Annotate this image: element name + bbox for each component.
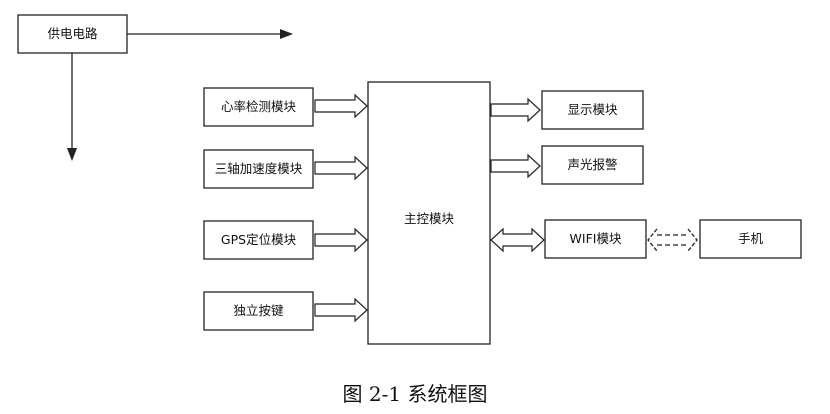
phone-block [699, 219, 802, 259]
power-supply-label: 供电电路 [47, 26, 98, 41]
power-supply-block [17, 14, 128, 54]
main-control-label: 主控模块 [404, 211, 455, 226]
heart-rate-module-label: 心率检测模块 [221, 99, 297, 114]
wifi-phone-dashed-head-left [647, 228, 658, 252]
power-down-arrowhead [67, 148, 77, 161]
alarm-module-block [541, 145, 644, 185]
display-module-block [541, 90, 644, 130]
main-control-block [367, 81, 491, 345]
wifi-module-label: WIFI模块 [570, 231, 622, 246]
heart-rate-to-main-arrow [314, 93, 368, 119]
gps-module-block [203, 220, 314, 260]
alarm-module-label: 声光报警 [567, 157, 617, 172]
display-module-label: 显示模块 [567, 102, 618, 117]
accelerometer-module-block [203, 149, 314, 189]
wifi-module-block [544, 219, 647, 259]
button-module-block [203, 291, 314, 331]
figure-caption: 图 2-1 系统框图 [342, 382, 488, 406]
gps-module-label: GPS定位模块 [221, 232, 297, 247]
accelerometer-to-main-arrow [314, 155, 368, 181]
accelerometer-module-label: 三轴加速度模块 [215, 161, 303, 176]
main-wifi-bidirectional-arrow [490, 227, 545, 253]
phone-label: 手机 [738, 231, 764, 246]
power-right-arrowhead [280, 29, 293, 39]
wifi-phone-dashed-head-right [687, 228, 698, 252]
heart-rate-module-block [203, 87, 314, 127]
button-module-label: 独立按键 [233, 303, 284, 318]
button-to-main-arrow [314, 297, 368, 323]
main-to-alarm-arrow [490, 153, 541, 179]
gps-to-main-arrow [314, 227, 368, 253]
main-to-display-arrow [490, 97, 541, 123]
